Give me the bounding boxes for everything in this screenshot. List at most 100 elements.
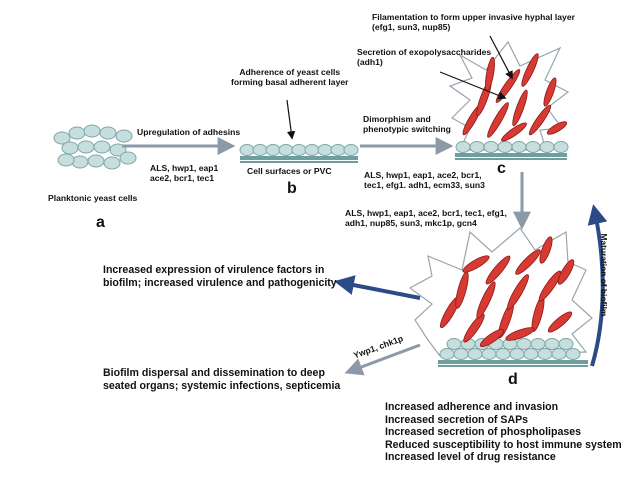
arrow-bc-genes: ALS, hwp1, eap1, ace2, bcr1, tec1, efg1.… — [364, 170, 485, 191]
yeast-cell — [439, 348, 455, 360]
hypha — [505, 327, 535, 341]
yeast-cell — [525, 141, 541, 153]
surface-label: Cell surfaces or PVC — [247, 166, 332, 176]
yeast-cell — [252, 144, 268, 156]
hypha — [476, 281, 496, 319]
yeast-cell — [544, 338, 560, 350]
hypha — [521, 53, 539, 87]
yeast-cell — [453, 348, 469, 360]
exopolysaccharide-matrix-d — [408, 227, 593, 357]
stage-label-d: d — [508, 371, 518, 388]
effect-item: Increased level of drug resistance — [385, 451, 556, 463]
yeast-cell — [304, 144, 320, 156]
hypha — [547, 311, 573, 333]
yeast-cell — [467, 348, 483, 360]
yeast-cell — [565, 348, 581, 360]
yeast-cell — [558, 338, 574, 350]
yeast-cell — [291, 144, 307, 156]
yeast-cell — [93, 140, 111, 154]
hypha — [479, 328, 505, 348]
hypha — [463, 313, 485, 343]
adherence-pointer — [286, 99, 296, 140]
yeast-cell — [483, 141, 499, 153]
filamentation-pointer — [489, 35, 513, 80]
arrow-bc-title: Dimorphism and phenotypic switching — [363, 114, 451, 135]
arrow-ab-genes: ALS, hwp1, eap1 ace2, bcr1, tec1 — [150, 163, 219, 184]
yeast-cell — [516, 338, 532, 350]
filamentation-label: Filamentation to form upper invasive hyp… — [372, 12, 575, 33]
hypha — [507, 274, 529, 310]
effects-list: Increased adherence and invasion Increas… — [385, 401, 622, 464]
surface-line-c — [455, 153, 567, 157]
outcome-dispersal: Biofilm dispersal and dissemination to d… — [103, 367, 341, 392]
arrow-ab-title: Upregulation of adhesins — [137, 127, 241, 137]
yeast-cell — [87, 154, 105, 168]
hypha — [515, 249, 541, 275]
hypha — [557, 259, 575, 285]
hypha — [487, 102, 509, 138]
arrow-cd-genes: ALS, hwp1, eap1, ace2, bcr1, tec1, efg1,… — [345, 208, 507, 229]
dispersal-arrow — [344, 343, 421, 376]
surface-line-d — [438, 360, 588, 364]
secretion-pointer — [439, 71, 507, 100]
yeast-cell — [77, 140, 95, 154]
yeast-cell — [469, 141, 485, 153]
stage-label-c: c — [497, 160, 506, 177]
stage-label-b: b — [287, 180, 297, 197]
yeast-cell — [239, 144, 255, 156]
yeast-cell — [265, 144, 281, 156]
effect-item: Increased secretion of SAPs — [385, 413, 529, 426]
effect-item: Reduced susceptibility to host immune sy… — [385, 438, 622, 451]
yeast-cell — [119, 151, 137, 165]
yeast-cell — [509, 348, 525, 360]
yeast-cell — [68, 126, 86, 140]
yeast-cell — [523, 348, 539, 360]
surface-line-b — [240, 156, 358, 160]
yeast-cell — [343, 144, 359, 156]
yeast-cell — [530, 338, 546, 350]
yeast-cell — [497, 141, 513, 153]
basal-adherent-layer — [239, 144, 359, 156]
hypha — [512, 89, 528, 127]
yeast-cell — [511, 141, 527, 153]
hypha — [501, 122, 527, 142]
secretion-label: Secretion of exopolysaccharides (adh1) — [357, 47, 492, 68]
hypha — [539, 236, 553, 264]
surface-line-d2 — [438, 365, 588, 367]
effect-item: Increased adherence and invasion — [385, 401, 559, 413]
yeast-cell — [53, 131, 71, 145]
yeast-cell — [537, 348, 553, 360]
planktonic-yeast-cells — [53, 124, 137, 170]
basal-cells-c — [455, 141, 569, 153]
hyphal-layer-d — [439, 236, 575, 348]
basal-cells-d — [439, 338, 581, 360]
yeast-cell — [553, 141, 569, 153]
surface-line-c2 — [455, 158, 567, 160]
yeast-cell — [446, 338, 462, 350]
maturation-arrow — [587, 204, 608, 367]
yeast-cell — [495, 348, 511, 360]
maturation-label: Maturation of biofilm — [598, 233, 609, 317]
surface-line-b2 — [240, 161, 358, 163]
stage-label-a: a — [96, 214, 105, 231]
yeast-cell — [539, 141, 555, 153]
yeast-cell — [83, 124, 101, 138]
hypha — [538, 270, 562, 302]
yeast-cell — [115, 129, 133, 143]
yeast-cell — [103, 156, 121, 170]
hypha — [543, 77, 557, 107]
yeast-cell — [61, 141, 79, 155]
yeast-cell — [278, 144, 294, 156]
hypha — [485, 255, 511, 285]
hypha — [528, 104, 552, 136]
planktonic-caption: Planktonic yeast cells — [48, 193, 138, 203]
yeast-cell — [455, 141, 471, 153]
effect-item: Increased secretion of phospholipases — [385, 426, 582, 438]
hypha — [462, 255, 490, 273]
yeast-cell — [57, 153, 75, 167]
yeast-cell — [481, 348, 497, 360]
virulence-arrow — [334, 275, 421, 300]
outcome-virulence: Increased expression of virulence factor… — [103, 264, 337, 289]
